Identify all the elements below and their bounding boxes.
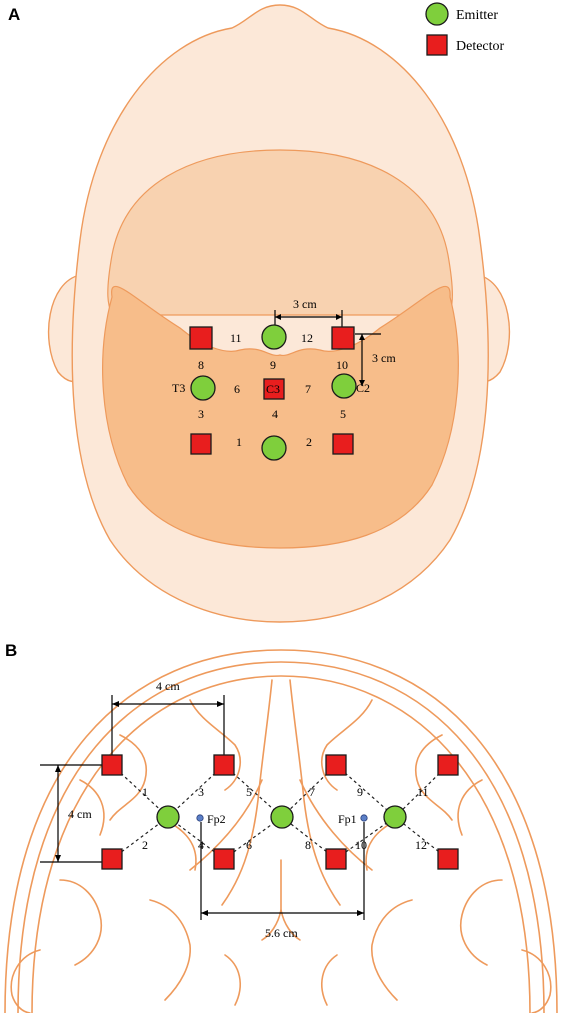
channel-a-2: 2 [306,435,312,449]
detector-b-5 [101,848,123,870]
channel-a-12: 12 [301,331,313,345]
channel-a-9: 9 [270,358,276,372]
reference-point-fp2 [196,814,204,822]
channel-a-1: 1 [236,435,242,449]
channel-a-7: 7 [305,382,311,396]
channel-a-5: 5 [340,407,346,421]
dimension-top-b: 4 cm [111,679,225,760]
channel-b-8: 8 [305,838,311,852]
emitter-a-2 [261,435,287,461]
channel-a-10: 10 [336,358,348,372]
channel-b-9: 9 [357,785,363,799]
channel-b-6: 6 [246,838,252,852]
panel-b: B [4,641,558,1013]
detector-a-3 [190,433,212,455]
panel-a: A Emitter Detector 3 cm [8,2,511,623]
dimension-left-b: 4 cm [40,764,104,863]
dimension-left-b-label: 4 cm [68,807,92,821]
dimension-top-b-label: 4 cm [156,679,180,693]
channel-b-3: 3 [198,785,204,799]
detector-b-2 [213,754,235,776]
panel-b-label: B [5,641,17,660]
reference-label-fp2: Fp2 [207,812,226,826]
detector-b-6 [213,848,235,870]
channel-b-5: 5 [246,785,252,799]
detector-b-1 [101,754,123,776]
dimension-bottom-b: 5.6 cm [200,822,365,940]
electrode-label-c3: C3 [266,382,280,396]
reference-label-fp1: Fp1 [338,812,357,826]
emitter-b-2 [270,805,294,829]
legend-emitter-label: Emitter [456,8,498,23]
emitter-a-c2 [331,373,357,399]
channel-b-1: 1 [142,785,148,799]
channel-b-11: 11 [417,785,429,799]
detector-b-3 [325,754,347,776]
channel-b-2: 2 [142,838,148,852]
emitter-a-1 [261,324,287,350]
skull-outer [4,649,558,1013]
channel-b-4: 4 [198,838,204,852]
dimension-bottom-b-label: 5.6 cm [265,926,298,940]
channel-a-4: 4 [272,407,278,421]
detector-a-1 [189,326,213,350]
channel-b-7: 7 [309,785,315,799]
detector-b-8 [437,848,459,870]
channel-a-11: 11 [230,331,242,345]
skull-inner [31,675,531,1013]
detector-a-2 [331,326,355,350]
electrode-label-t3: T3 [172,381,185,395]
dimension-vertical-a-label: 3 cm [372,351,396,365]
reference-point-fp1 [360,814,368,822]
dimension-horizontal-a: 3 cm [274,297,343,328]
dimension-vertical-a: 3 cm [355,333,396,386]
legend: Emitter Detector [425,2,505,56]
channel-a-8: 8 [198,358,204,372]
detector-b-7 [325,848,347,870]
channel-a-3: 3 [198,407,204,421]
dimension-horizontal-a-label: 3 cm [293,297,317,311]
legend-emitter-symbol [425,2,449,26]
panel-a-label: A [8,5,20,24]
channel-b-12: 12 [415,838,427,852]
emitter-a-t3 [190,375,216,401]
motor-cortex-region [102,285,459,549]
channel-b-10: 10 [355,838,367,852]
emitter-b-3 [383,805,407,829]
detector-b-4 [437,754,459,776]
detector-a-4 [332,433,354,455]
electrode-label-c2: C2 [356,381,370,395]
channel-a-6: 6 [234,382,240,396]
legend-detector-label: Detector [456,39,505,54]
emitter-b-1 [156,805,180,829]
skull-middle [17,661,545,1013]
detector-a-c3 [263,378,285,400]
legend-detector-symbol [426,34,448,56]
